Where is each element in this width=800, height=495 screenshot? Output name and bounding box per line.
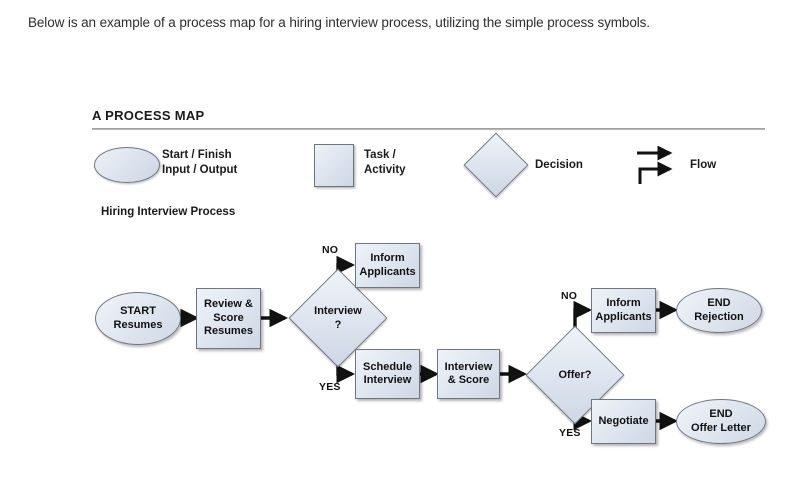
node-inform-applicants-right[interactable]: Inform Applicants — [591, 288, 656, 333]
node-inform-applicants-top[interactable]: Inform Applicants — [355, 243, 420, 288]
rectangle-shape-icon — [314, 144, 354, 187]
intro-paragraph: Below is an example of a process map for… — [28, 15, 650, 30]
legend-label-decision: Decision — [535, 159, 583, 171]
process-subtitle: Hiring Interview Process — [101, 206, 236, 218]
node-start[interactable]: START Resumes — [95, 292, 181, 345]
node-end-rejection[interactable]: END Rejection — [676, 288, 762, 333]
flow-arrow-icon — [637, 146, 673, 184]
edge-label-no-right: NO — [561, 290, 578, 302]
figure-title: A PROCESS MAP — [92, 108, 205, 123]
title-divider — [92, 128, 765, 130]
oval-shape-icon — [94, 147, 160, 183]
legend-label-flow: Flow — [690, 159, 717, 171]
node-interview-decision[interactable]: Interview ? — [287, 268, 389, 368]
edge-label-yes-right: YES — [559, 427, 581, 439]
edge-label-no-top: NO — [322, 244, 339, 256]
legend-label-start-finish: Start / Finish Input / Output — [162, 149, 238, 176]
node-end-offer-letter[interactable]: END Offer Letter — [676, 399, 766, 444]
node-review-score-resumes[interactable]: Review & Score Resumes — [196, 288, 261, 349]
edge-label-yes-bottom: YES — [319, 381, 341, 393]
node-interview-and-score[interactable]: Interview & Score — [437, 349, 500, 399]
legend-label-task-activity: Task / Activity — [364, 149, 406, 176]
node-negotiate[interactable]: Negotiate — [591, 399, 656, 444]
node-schedule-interview[interactable]: Schedule Interview — [355, 349, 420, 399]
process-map-figure: A PROCESS MAP Start / Finish Input / Out… — [0, 96, 800, 495]
